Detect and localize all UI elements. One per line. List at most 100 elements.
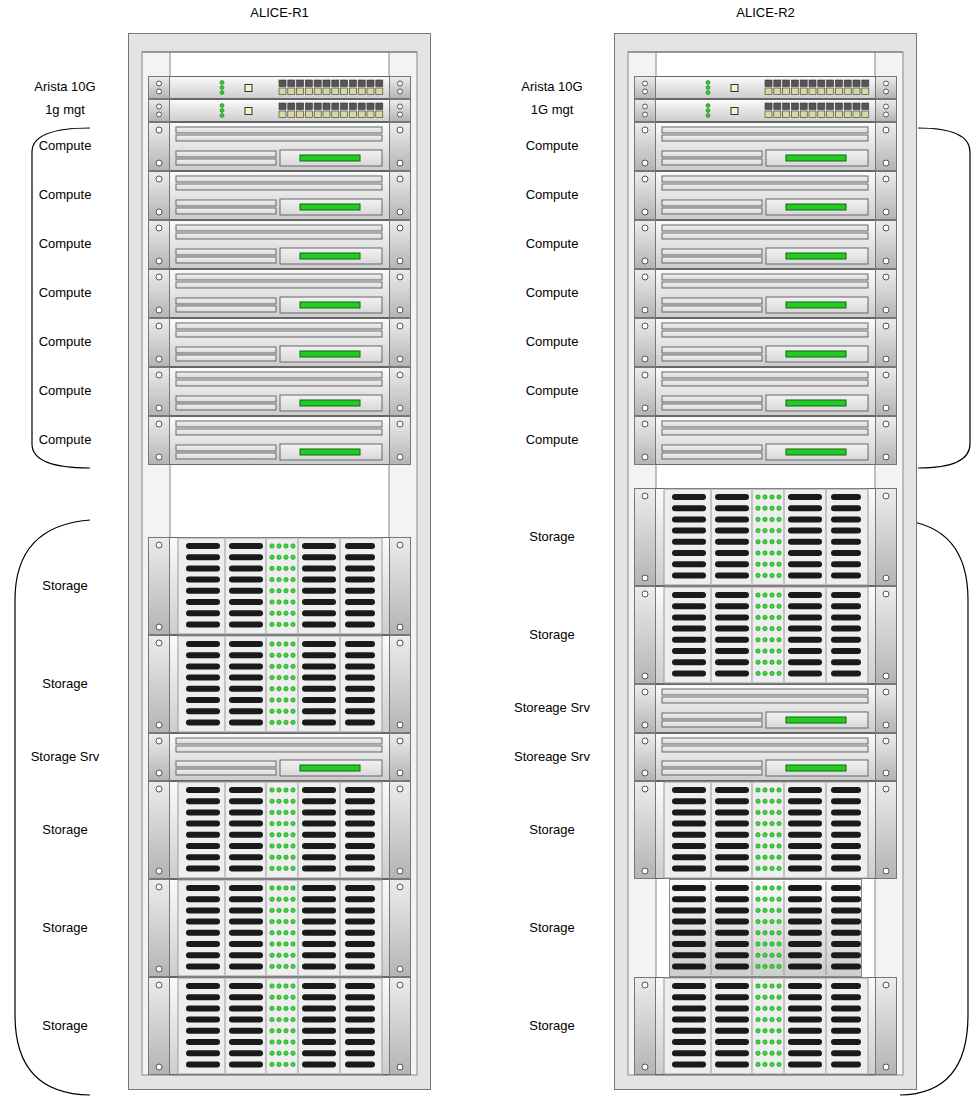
storage-array: Storage: [148, 781, 411, 879]
server-unit: Compute: [148, 318, 411, 367]
unit-label: Compute: [526, 237, 579, 252]
device-illustration: [634, 367, 897, 416]
device-illustration: [148, 269, 411, 318]
unit-label: Compute: [39, 188, 92, 203]
unit-label: 1g mgt: [45, 103, 85, 118]
device-illustration: [148, 220, 411, 269]
unit-label: Compute: [526, 384, 579, 399]
device-illustration: [634, 684, 897, 733]
unit-label: Compute: [39, 433, 92, 448]
unit-label: Arista 10G: [34, 80, 95, 95]
storage-array: Storage: [148, 635, 411, 733]
device-illustration: [148, 122, 411, 171]
server-unit: Compute: [634, 171, 897, 220]
server-unit: Compute: [148, 171, 411, 220]
unit-label: Storage: [529, 530, 575, 545]
device-illustration: [148, 171, 411, 220]
device-illustration: [634, 220, 897, 269]
unit-label: Compute: [526, 188, 579, 203]
server-unit: Compute: [634, 220, 897, 269]
unit-label: Compute: [39, 139, 92, 154]
unit-label: Compute: [39, 237, 92, 252]
device-illustration: [634, 122, 897, 171]
unit-label: Storage: [529, 1019, 575, 1034]
unit-label: Compute: [39, 286, 92, 301]
storage-array: Storage: [669, 879, 862, 977]
unit-label: Storage Srv: [31, 750, 100, 765]
device-illustration: [634, 488, 897, 586]
device-illustration: [669, 879, 862, 977]
server-unit: Compute: [634, 269, 897, 318]
unit-label: 1G mgt: [531, 103, 574, 118]
server-unit: Compute: [634, 122, 897, 171]
storage-array: Storage: [148, 537, 411, 635]
device-illustration: [634, 977, 897, 1075]
unit-label: Compute: [39, 335, 92, 350]
server-unit: Compute: [634, 367, 897, 416]
network-switch: 1G mgt: [634, 99, 897, 122]
rack: ALICE-R2Arista 10G1G mgtComputeComputeCo…: [614, 33, 917, 1090]
device-illustration: [148, 99, 411, 122]
server-unit: Storeage Srv: [634, 733, 897, 781]
device-illustration: [634, 269, 897, 318]
unit-label: Compute: [526, 335, 579, 350]
rack-title: ALICE-R1: [250, 6, 309, 21]
device-illustration: [634, 99, 897, 122]
device-illustration: [148, 977, 411, 1075]
device-illustration: [148, 733, 411, 781]
device-illustration: [148, 879, 411, 977]
storage-array: Storage: [634, 586, 897, 684]
unit-label: Compute: [39, 384, 92, 399]
unit-label: Storage: [42, 677, 88, 692]
unit-label: Storage: [42, 921, 88, 936]
network-switch: Arista 10G: [634, 76, 897, 99]
device-illustration: [634, 416, 897, 465]
server-unit: Compute: [148, 416, 411, 465]
unit-label: Storage: [529, 628, 575, 643]
device-illustration: [148, 416, 411, 465]
device-illustration: [634, 586, 897, 684]
storage-array: Storage: [634, 977, 897, 1075]
server-unit: Compute: [634, 416, 897, 465]
network-switch: Arista 10G: [148, 76, 411, 99]
unit-label: Storage: [42, 1019, 88, 1034]
rack-title: ALICE-R2: [736, 6, 795, 21]
bracket: [918, 128, 970, 468]
device-illustration: [634, 781, 897, 879]
rack: ALICE-R1Arista 10G1g mgtComputeComputeCo…: [128, 33, 431, 1090]
unit-label: Storage: [42, 823, 88, 838]
server-unit: Compute: [148, 367, 411, 416]
device-illustration: [634, 171, 897, 220]
device-illustration: [634, 76, 897, 99]
unit-label: Storage: [529, 921, 575, 936]
server-unit: Compute: [148, 220, 411, 269]
network-switch: 1g mgt: [148, 99, 411, 122]
unit-label: Compute: [526, 139, 579, 154]
server-unit: Compute: [148, 269, 411, 318]
unit-label: Compute: [526, 433, 579, 448]
storage-array: Storage: [634, 488, 897, 586]
unit-label: Storeage Srv: [514, 750, 590, 765]
device-illustration: [148, 537, 411, 635]
server-unit: Compute: [634, 318, 897, 367]
server-unit: Compute: [148, 122, 411, 171]
unit-label: Arista 10G: [521, 80, 582, 95]
unit-label: Storage: [42, 579, 88, 594]
unit-label: Compute: [526, 286, 579, 301]
device-illustration: [148, 781, 411, 879]
unit-label: Storeage Srv: [514, 701, 590, 716]
unit-label: Storage: [529, 823, 575, 838]
device-illustration: [148, 318, 411, 367]
bracket: [15, 520, 90, 1095]
device-illustration: [148, 367, 411, 416]
storage-array: Storage: [148, 977, 411, 1075]
device-illustration: [148, 635, 411, 733]
device-illustration: [148, 76, 411, 99]
device-illustration: [634, 318, 897, 367]
storage-array: Storage: [148, 879, 411, 977]
storage-array: Storage: [634, 781, 897, 879]
server-unit: Storeage Srv: [634, 684, 897, 733]
device-illustration: [634, 733, 897, 781]
server-unit: Storage Srv: [148, 733, 411, 781]
